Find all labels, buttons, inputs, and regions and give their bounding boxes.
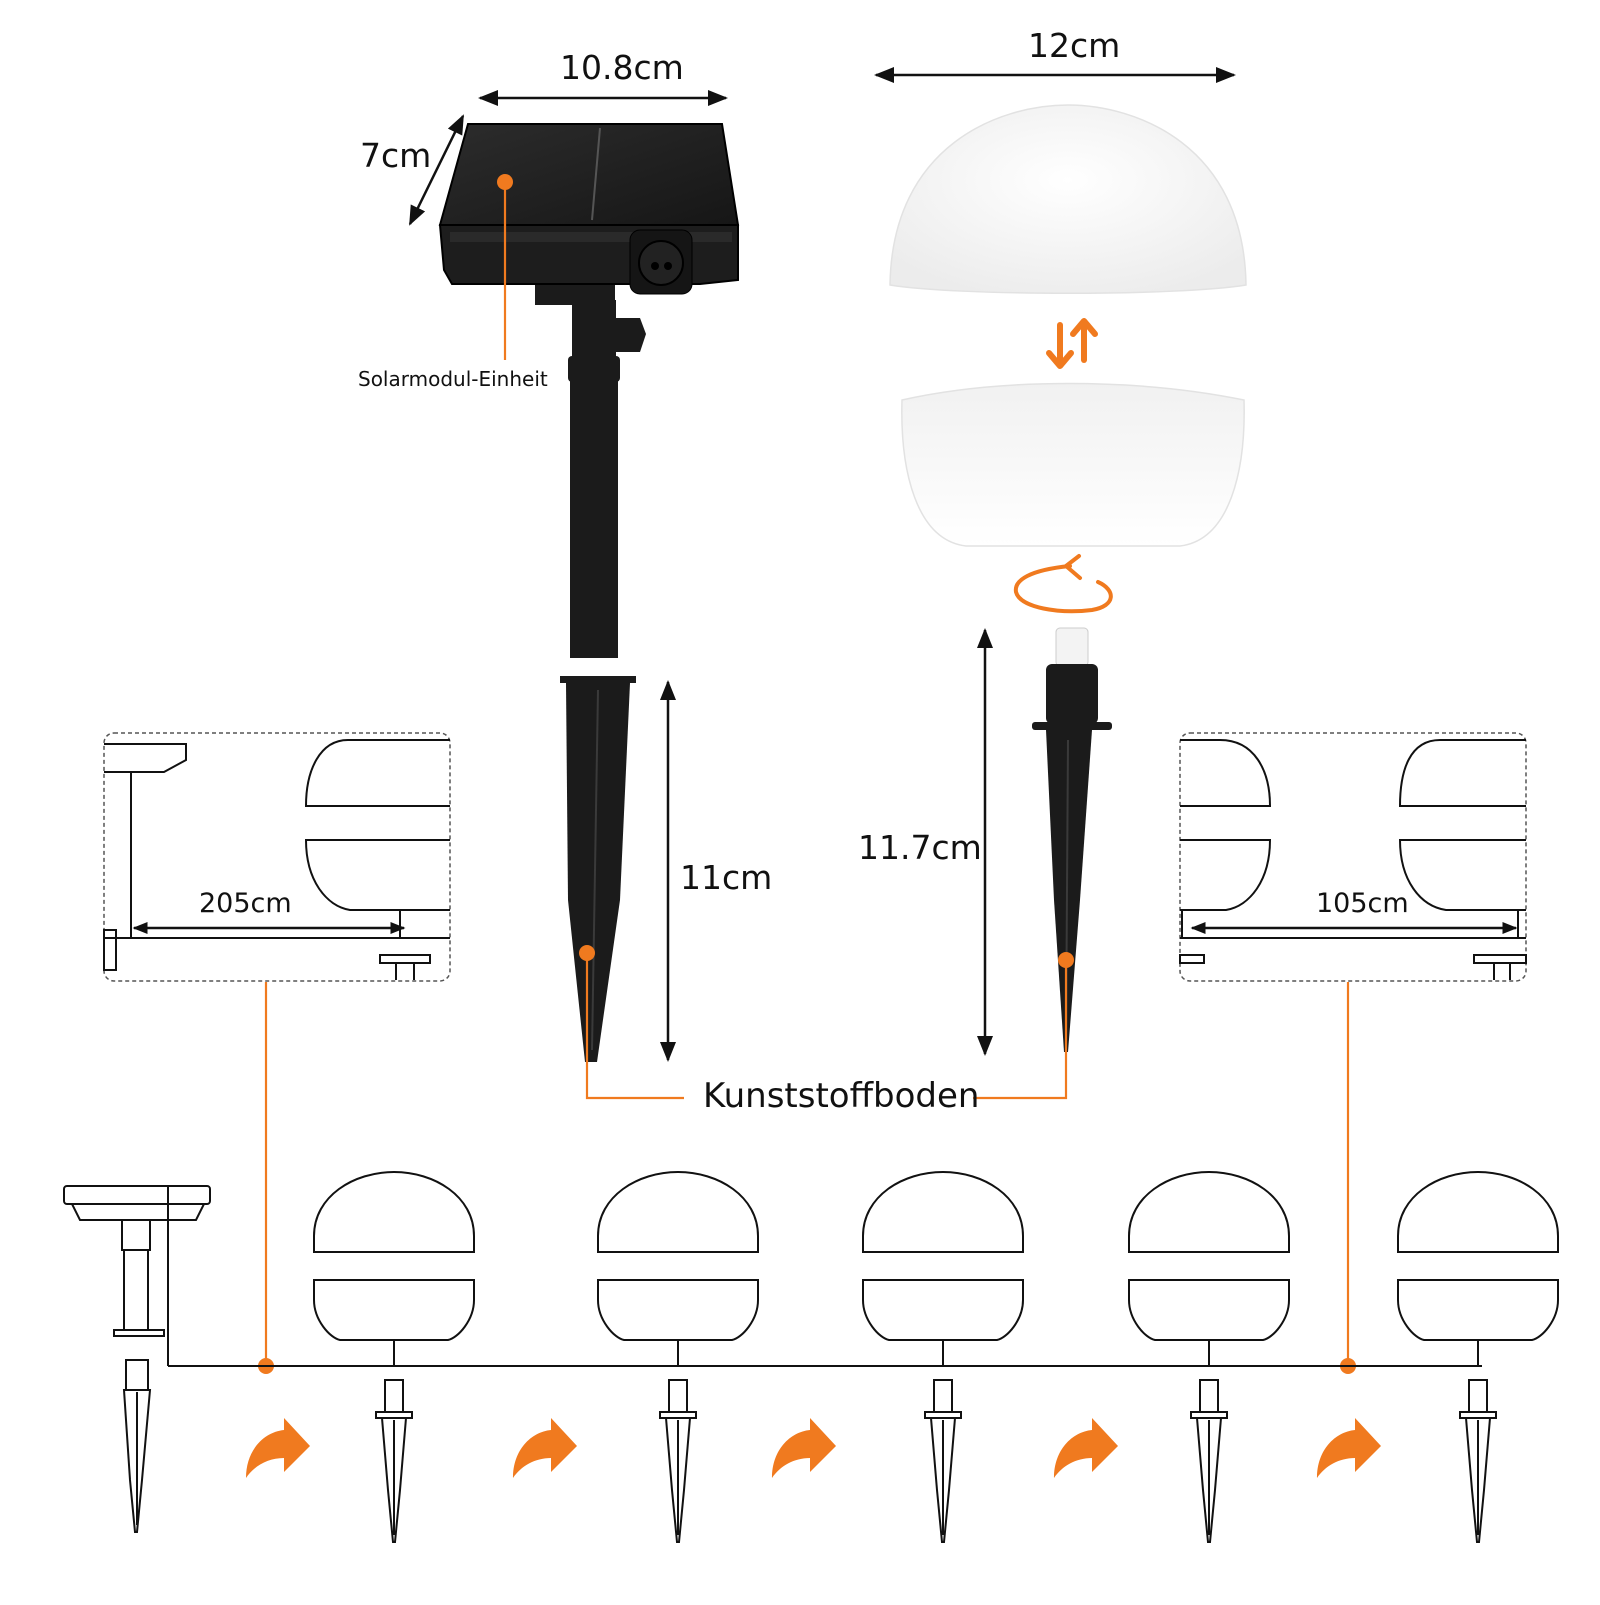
panel-stake-height-label: 11cm [680,858,773,897]
first-distance-label: 205cm [199,888,292,919]
chain-lights [313,1170,1559,1543]
mini-solar-unit [63,1185,211,1533]
curved-arrow-icon [772,1418,836,1478]
swap-arrows-icon [1046,318,1098,369]
light-spacing-label: 105cm [1316,888,1409,919]
plastic-ground-label: Kunststoffboden [703,1076,980,1116]
panel-width-label: 10.8cm [560,48,684,87]
rotate-arrow-icon [1013,554,1113,614]
panel-depth-label: 7cm [360,136,432,175]
orange-callouts [264,182,1350,1366]
globe-parts [889,104,1247,547]
chain-light [1397,1170,1559,1543]
curved-arrow-icon [1317,1418,1381,1478]
detail-box-right [1179,732,1527,982]
detail-box-left [103,732,451,982]
chain-light [597,1170,759,1543]
chain-light [313,1170,475,1543]
globe-stake [1032,627,1112,1052]
globe-diameter-label: 12cm [1028,26,1121,65]
chain-light [1128,1170,1290,1543]
solar-unit-label: Solarmodul-Einheit [358,367,548,391]
dimension-lines [408,67,1236,1062]
solar-panel-unit [438,123,740,1062]
curved-arrow-icon [1054,1418,1118,1478]
globe-stake-height-label: 11.7cm [858,828,982,867]
curved-arrow-icon [246,1418,310,1478]
curved-arrow-icon [513,1418,577,1478]
chain-arrows [246,1418,1381,1478]
chain-light [862,1170,1024,1543]
